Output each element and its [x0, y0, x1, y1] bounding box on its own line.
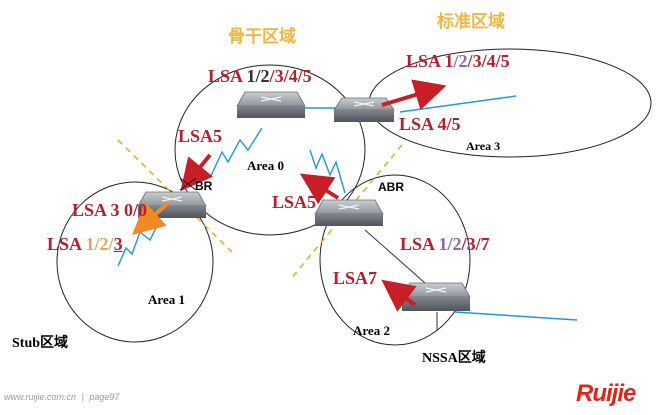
- area2-boundary: [319, 174, 471, 346]
- lsa-separator: /: [495, 51, 501, 71]
- lsa-separator: /: [475, 234, 481, 254]
- lsa-label-backbone: LSA 1/2/3/4/5: [208, 66, 312, 87]
- lsa-separator: /: [481, 51, 487, 71]
- footer-url: www.ruijie.com.cn: [4, 392, 77, 402]
- lsa-type-2: 2: [260, 66, 270, 86]
- zone-title-backbone: 骨干区域: [228, 27, 296, 47]
- lsa-label-nssa-1237: LSA 1/2/3/7: [400, 234, 490, 255]
- lsa-separator: /: [108, 234, 114, 254]
- lsa-type-2: 2: [458, 51, 468, 71]
- serial-link-area1: [117, 219, 161, 267]
- lsa-prefix: LSA: [208, 66, 247, 86]
- lsa-label-lsa5-left: LSA5: [178, 126, 223, 146]
- area3-label: Area 3: [466, 139, 501, 153]
- lsa-separator: /: [255, 66, 261, 86]
- boundary-dash-right: [289, 144, 403, 281]
- lsa-type-2: 2: [99, 234, 109, 254]
- arrow-lsa3-stub: [132, 201, 170, 235]
- lsa-prefix: LSA: [400, 234, 439, 254]
- area1-label: Area 1: [148, 292, 185, 307]
- lsa-label-area3: LSA 1/2/3/4/5: [406, 51, 510, 72]
- lsa-label-stub-123: LSA 1/2/3: [47, 234, 123, 255]
- area0-label: Area 0: [247, 158, 284, 173]
- lsa-label-area3-45: LSA 4/5: [399, 114, 461, 134]
- area1-boundary: [56, 181, 214, 343]
- lsa-separator: /: [467, 51, 473, 71]
- link-abr-area2: [364, 229, 426, 284]
- router-abr-left: [137, 191, 207, 218]
- lsa-type-2: 2: [452, 234, 462, 254]
- footer-page-number: page97: [89, 392, 120, 402]
- lsa-type-4: 4: [486, 51, 496, 71]
- router-backbone: [236, 91, 306, 118]
- lsa-prefix: LSA: [406, 51, 445, 71]
- serial-link-area0-asbr: [209, 127, 263, 179]
- lsa-type-3: 3: [113, 234, 123, 254]
- serial-link-area0-abr: [309, 149, 346, 194]
- arrow-lsa7-nssa: [381, 279, 417, 312]
- area0-boundary: [174, 64, 366, 236]
- lsa-label-lsa7: LSA7: [333, 268, 378, 288]
- lsa-label-stub-3: LSA 3 0/0: [72, 200, 148, 220]
- zone-title-nssa: NSSA区域: [422, 351, 486, 366]
- router-abr-right: [314, 199, 384, 226]
- lsa-type-4: 4: [288, 66, 298, 86]
- ruijie-logo: Ruijie: [576, 380, 636, 408]
- lsa-type-1: 1: [85, 234, 95, 254]
- zone-title-standard: 标准区域: [437, 12, 505, 32]
- link-area3-external: [399, 95, 517, 113]
- arrow-lsa45-to-area3: [381, 79, 447, 111]
- lsa-type-1: 1: [438, 234, 448, 254]
- lsa-separator: /: [283, 66, 289, 86]
- lsa-separator: /: [461, 234, 467, 254]
- lsa-separator: /: [297, 66, 303, 86]
- lsa-separator: /: [447, 234, 453, 254]
- lsa-type-5: 5: [302, 66, 312, 86]
- lsa-separator: /: [94, 234, 100, 254]
- abr-right-label: ABR: [378, 180, 404, 194]
- lsa-prefix: LSA: [47, 234, 86, 254]
- lsa-type-7: 7: [480, 234, 490, 254]
- lsa-type-1: 1: [444, 51, 454, 71]
- lsa-type-3: 3: [472, 51, 482, 71]
- lsa-separator: /: [269, 66, 275, 86]
- abr-left-cross-mark: [179, 177, 197, 191]
- arrow-lsa5-left: [180, 153, 214, 192]
- lsa-type-3: 3: [274, 66, 284, 86]
- area2-label: Area 2: [353, 323, 390, 338]
- zone-title-stub: Stub区域: [12, 336, 69, 351]
- lsa-type-1: 1: [246, 66, 256, 86]
- link-nssa-external: [454, 311, 578, 321]
- lsa-type-3: 3: [466, 234, 476, 254]
- router-nssa: [401, 282, 471, 311]
- arrow-lsa5-mid: [299, 173, 340, 205]
- lsa-label-lsa5-mid: LSA5: [272, 192, 317, 212]
- lsa-type-5: 5: [500, 51, 510, 71]
- ruijie-logo-text: Ruijie: [576, 380, 636, 407]
- abr-left-label: BR: [195, 179, 213, 193]
- router-area3: [333, 97, 395, 122]
- footer: www.ruijie.com.cn | page97: [4, 392, 119, 402]
- lsa-separator: /: [453, 51, 459, 71]
- footer-separator: |: [81, 392, 84, 402]
